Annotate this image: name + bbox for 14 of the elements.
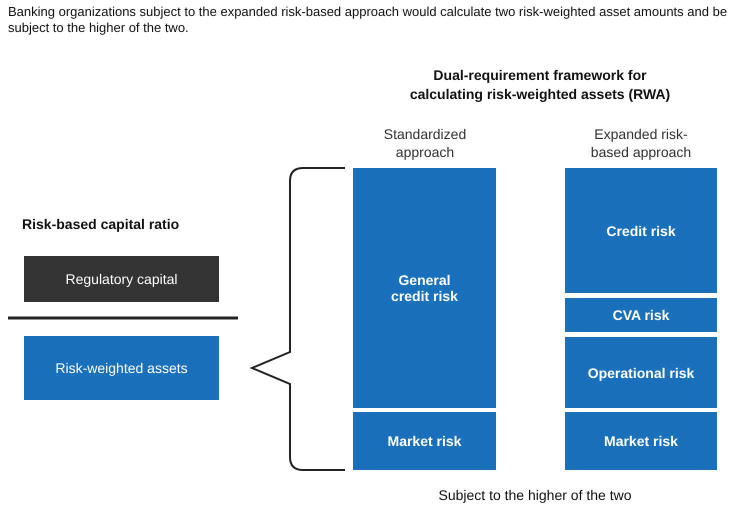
risk-box: Credit risk — [565, 168, 717, 293]
risk-box: CVA risk — [565, 298, 717, 332]
footnote-text: Subject to the higher of the two — [437, 487, 632, 503]
denominator-box: Risk-weighted assets — [24, 336, 219, 400]
framework-heading: Dual-requirement framework for calculating risk-weighted assets (RWA) — [408, 66, 672, 104]
numerator-box: Regulatory capital — [24, 256, 219, 302]
risk-box: Market risk — [353, 412, 496, 470]
column-heading: Expanded risk-based approach — [590, 125, 692, 161]
risk-box: General credit risk — [353, 168, 496, 408]
column-heading: Standardized approach — [382, 125, 468, 161]
risk-box: Market risk — [565, 412, 717, 470]
intro-text: Banking organizations subject to the expanded risk-based approach would calculate two risk-weighted asset amounts and be subject to the higher of the two. — [8, 4, 728, 36]
risk-box: Operational risk — [565, 337, 717, 408]
section-heading: Risk-based capital ratio — [22, 216, 180, 232]
